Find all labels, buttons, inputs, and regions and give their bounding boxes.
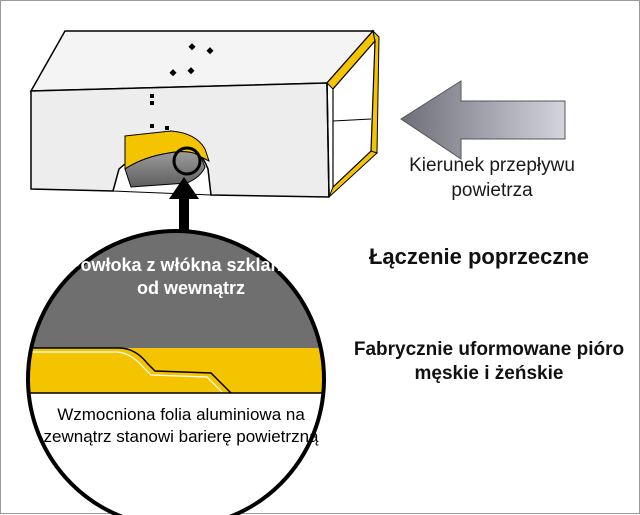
zoom-ring: [172, 146, 202, 176]
flow-direction-label: Kierunek przepływu powietrza: [409, 155, 575, 201]
aluminum-foil-label: Wzmocniona folia aluminiowa na zewnątrz …: [43, 405, 319, 446]
up-arrow-icon: [169, 177, 199, 231]
fastener-dots: [150, 43, 214, 130]
duct-inner-seam: [332, 118, 372, 122]
left-arrow-icon: [400, 80, 566, 160]
duct-cut-inner: [124, 151, 206, 188]
duct-end-inner: [332, 39, 376, 189]
joint-profile: [28, 347, 232, 394]
duct: [29, 29, 380, 198]
duct-top-face: [29, 30, 375, 92]
tongue-groove-label: Fabrycznie uformowane pióro męskie i żeń…: [353, 339, 625, 384]
fiberglass-coating-label: Powłoka z włókna szklanego od wewnątrz: [68, 255, 314, 298]
diagram-title: Łączenie poprzeczne: [368, 244, 590, 269]
